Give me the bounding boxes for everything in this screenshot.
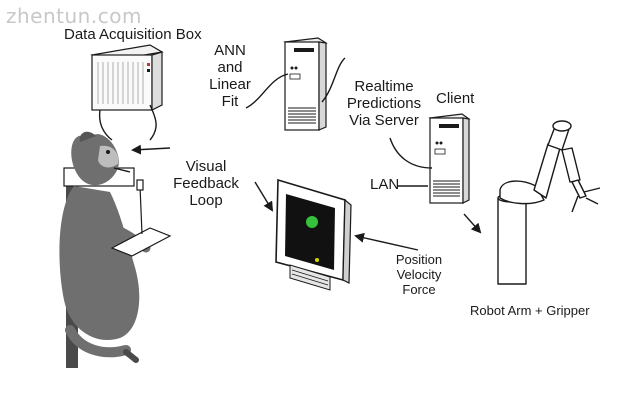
line-ann-to-server xyxy=(245,73,289,109)
arrow-feedback-to-monitor xyxy=(254,181,274,212)
monkey-figure xyxy=(59,131,151,368)
line-head xyxy=(113,167,131,173)
data-acquisition-box-label: Data Acquisition Box xyxy=(64,26,202,43)
ann-linear-fit-label: ANN and Linear Fit xyxy=(209,42,251,110)
cursor-dot xyxy=(315,258,319,262)
server-tower-icon xyxy=(283,37,328,131)
arrow-client-to-robot xyxy=(463,213,482,234)
lan-label: LAN xyxy=(370,176,400,193)
visual-feedback-loop-label: Visual Feedback Loop xyxy=(173,158,239,209)
cable-box-to-monkey xyxy=(149,104,157,141)
monitor-icon xyxy=(275,178,352,291)
connections xyxy=(98,57,482,251)
joystick-icon xyxy=(110,179,172,257)
realtime-predictions-label: Realtime Predictions Via Server xyxy=(346,78,422,129)
data-acquisition-box-icon xyxy=(90,44,164,111)
watermark: zhentun.com xyxy=(6,4,142,28)
line-predictions-to-client xyxy=(389,137,433,169)
target-dot xyxy=(306,216,318,228)
arrow-robot-to-monitor xyxy=(354,232,419,251)
robot-arm-gripper-label: Robot Arm + Gripper xyxy=(470,303,590,318)
line-server-to-predictions xyxy=(321,57,346,103)
client-tower-icon xyxy=(428,113,471,204)
arrow-visual-feedback xyxy=(131,144,171,155)
client-label: Client xyxy=(436,90,475,107)
cable-box-to-head xyxy=(98,109,113,141)
robot-arm-icon xyxy=(497,120,601,285)
position-velocity-force-label: Position Velocity Force xyxy=(395,252,443,297)
